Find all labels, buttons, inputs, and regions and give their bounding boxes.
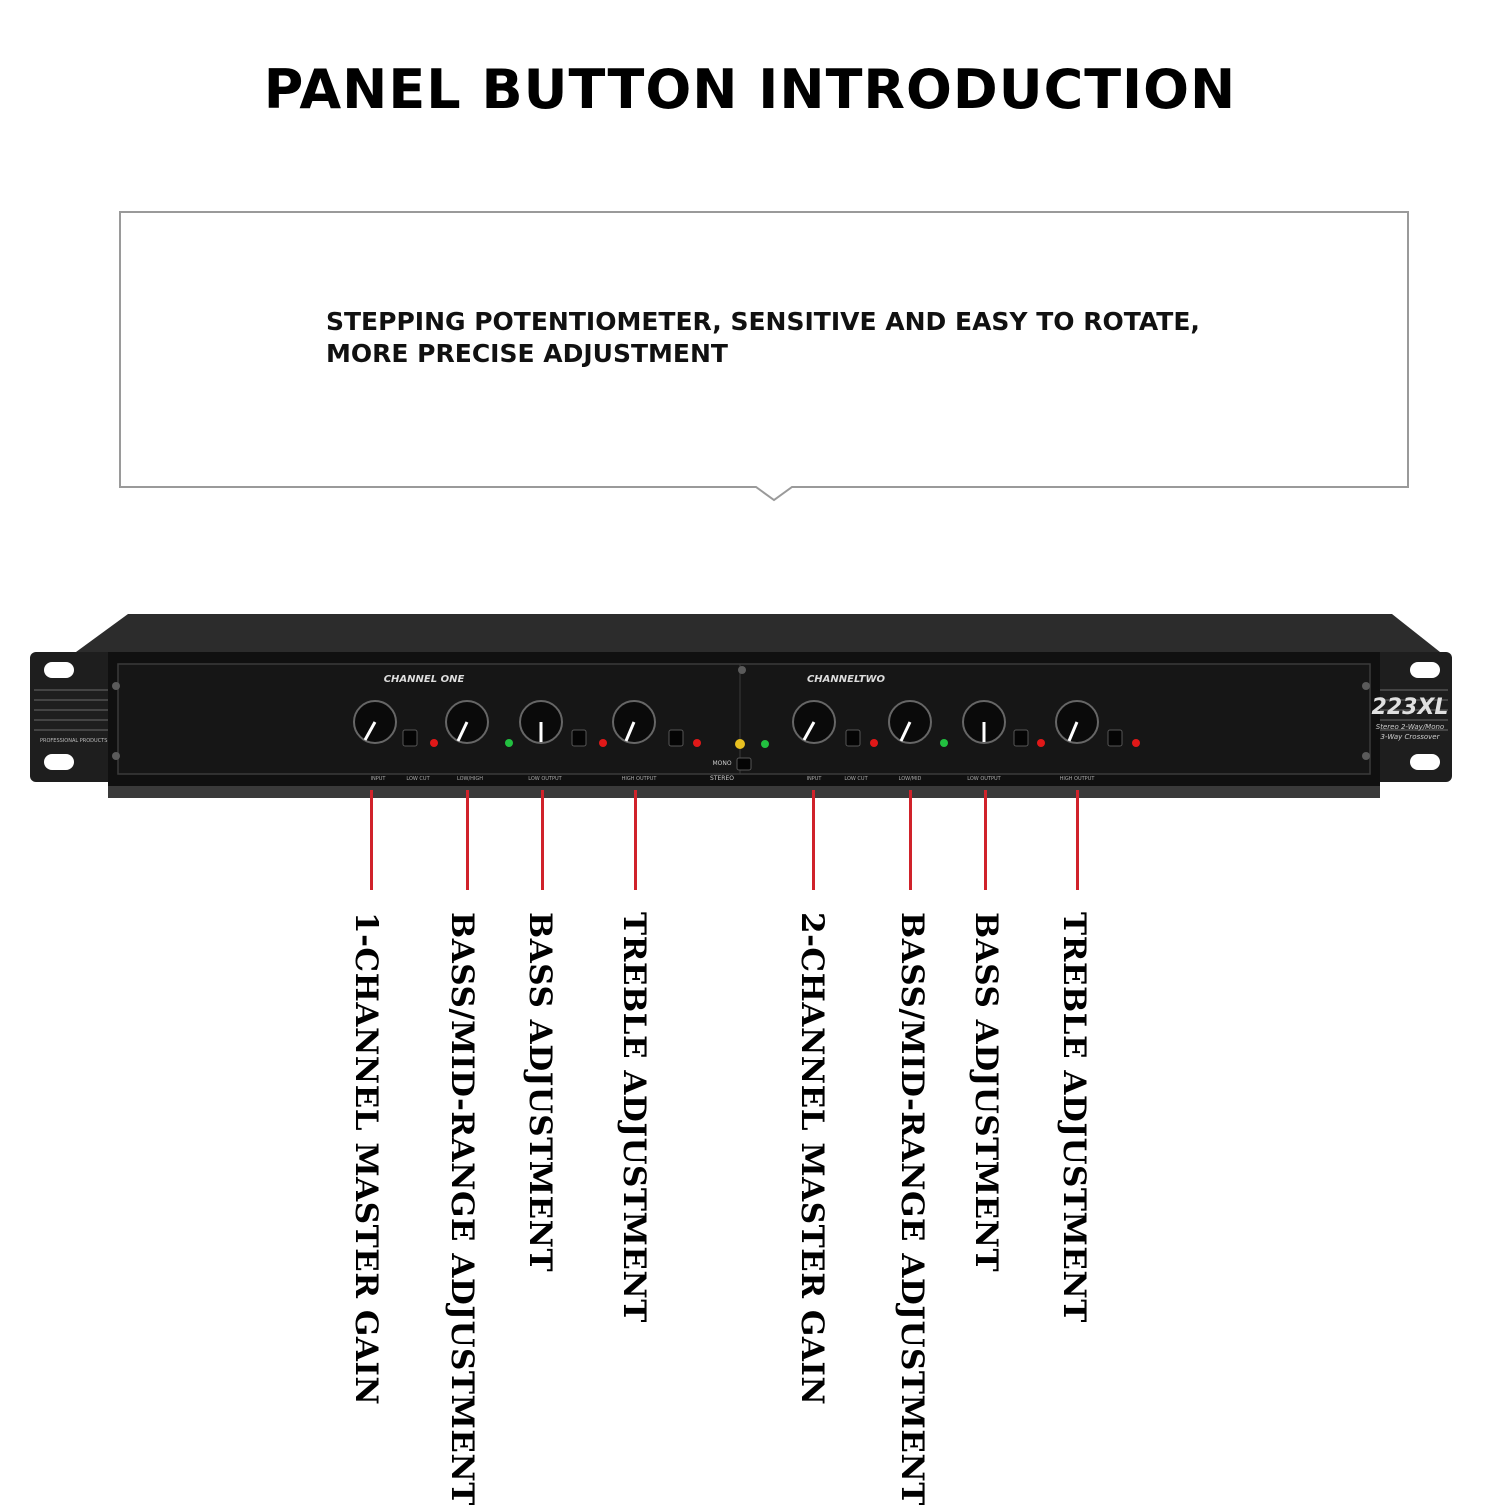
led-indicator bbox=[940, 739, 948, 747]
led-indicator bbox=[1037, 739, 1045, 747]
section-label: LOW/HIGH bbox=[457, 776, 483, 782]
model-label: 223XL bbox=[1372, 695, 1449, 720]
led-indicator bbox=[870, 739, 878, 747]
callout-box bbox=[119, 211, 1409, 502]
brand-small: PROFESSIONAL PRODUCTS bbox=[40, 738, 107, 744]
led-indicator bbox=[761, 740, 769, 748]
chassis-top bbox=[76, 614, 1440, 652]
callout-text: STEPPING POTENTIOMETER, SENSITIVE AND EA… bbox=[326, 306, 1226, 370]
label-ch1-master-gain: 1-CHANNEL MASTER GAIN bbox=[348, 912, 384, 1406]
mono-label: MONO bbox=[712, 760, 731, 767]
knob-ch2-high-output[interactable] bbox=[1055, 700, 1099, 744]
knob-ch2-xover-freq[interactable] bbox=[888, 700, 932, 744]
leader-line bbox=[1076, 790, 1079, 890]
rack-hole bbox=[44, 754, 74, 770]
invert-button[interactable] bbox=[668, 729, 684, 747]
model-sub-2: 3-Way Crossover bbox=[1380, 733, 1440, 741]
channel-two-label: CHANNELTWO bbox=[807, 674, 886, 685]
leader-line bbox=[370, 790, 373, 890]
section-label: LOW OUTPUT bbox=[528, 776, 562, 782]
low-cut-button[interactable] bbox=[845, 729, 861, 747]
knob-ch1-input[interactable] bbox=[353, 700, 397, 744]
section-label: LOW CUT bbox=[844, 776, 868, 782]
led-indicator bbox=[735, 739, 745, 749]
leader-line bbox=[541, 790, 544, 890]
section-label: LOW OUTPUT bbox=[967, 776, 1001, 782]
channel-one-label: CHANNEL ONE bbox=[384, 674, 465, 685]
callout-line-1: STEPPING POTENTIOMETER, SENSITIVE AND EA… bbox=[326, 307, 1200, 336]
knob-ch2-low-output[interactable] bbox=[962, 700, 1006, 744]
callout-line-2: MORE PRECISE ADJUSTMENT bbox=[326, 339, 728, 368]
label-ch1-treble: TREBLE ADJUSTMENT bbox=[616, 912, 652, 1323]
label-ch1-bass-mid: BASS/MID-RANGE ADJUSTMENT bbox=[444, 912, 480, 1506]
led-indicator bbox=[693, 739, 701, 747]
section-label: LOW/MID bbox=[899, 776, 922, 782]
led-indicator bbox=[1132, 739, 1140, 747]
knob-ch1-xover-freq[interactable] bbox=[445, 700, 489, 744]
label-ch2-bass: BASS ADJUSTMENT bbox=[968, 912, 1004, 1273]
leader-line bbox=[909, 790, 912, 890]
label-ch2-bass-mid: BASS/MID-RANGE ADJUSTMENT bbox=[894, 912, 930, 1506]
invert-button[interactable] bbox=[1107, 729, 1123, 747]
mono-stereo-button[interactable] bbox=[736, 757, 752, 771]
leader-line bbox=[634, 790, 637, 890]
label-ch2-treble: TREBLE ADJUSTMENT bbox=[1056, 912, 1092, 1323]
stereo-label: STEREO bbox=[710, 775, 734, 782]
low-cut-button[interactable] bbox=[402, 729, 418, 747]
label-ch1-bass: BASS ADJUSTMENT bbox=[522, 912, 558, 1273]
rack-hole bbox=[44, 662, 74, 678]
section-label: HIGH OUTPUT bbox=[622, 776, 658, 782]
led-indicator bbox=[430, 739, 438, 747]
section-label: INPUT bbox=[371, 776, 387, 782]
model-sub-1: Stereo 2-Way/Mono bbox=[1376, 723, 1444, 731]
crossover-device: CHANNEL ONE CHANNELTWO PROFESSIONAL PROD… bbox=[30, 614, 1452, 798]
knob-ch1-high-output[interactable] bbox=[612, 700, 656, 744]
section-label: INPUT bbox=[807, 776, 823, 782]
knob-ch1-low-output[interactable] bbox=[519, 700, 563, 744]
led-indicator bbox=[599, 739, 607, 747]
led-indicator bbox=[505, 739, 513, 747]
leader-line bbox=[984, 790, 987, 890]
range-button[interactable] bbox=[1013, 729, 1029, 747]
label-ch2-master-gain: 2-CHANNEL MASTER GAIN bbox=[794, 912, 830, 1406]
section-label: HIGH OUTPUT bbox=[1060, 776, 1096, 782]
leader-line bbox=[466, 790, 469, 890]
range-button[interactable] bbox=[571, 729, 587, 747]
rack-hole bbox=[1410, 754, 1440, 770]
page-title: PANEL BUTTON INTRODUCTION bbox=[263, 58, 1237, 121]
knob-ch2-input[interactable] bbox=[792, 700, 836, 744]
leader-line bbox=[812, 790, 815, 890]
rack-hole bbox=[1410, 662, 1440, 678]
section-label: LOW CUT bbox=[406, 776, 430, 782]
